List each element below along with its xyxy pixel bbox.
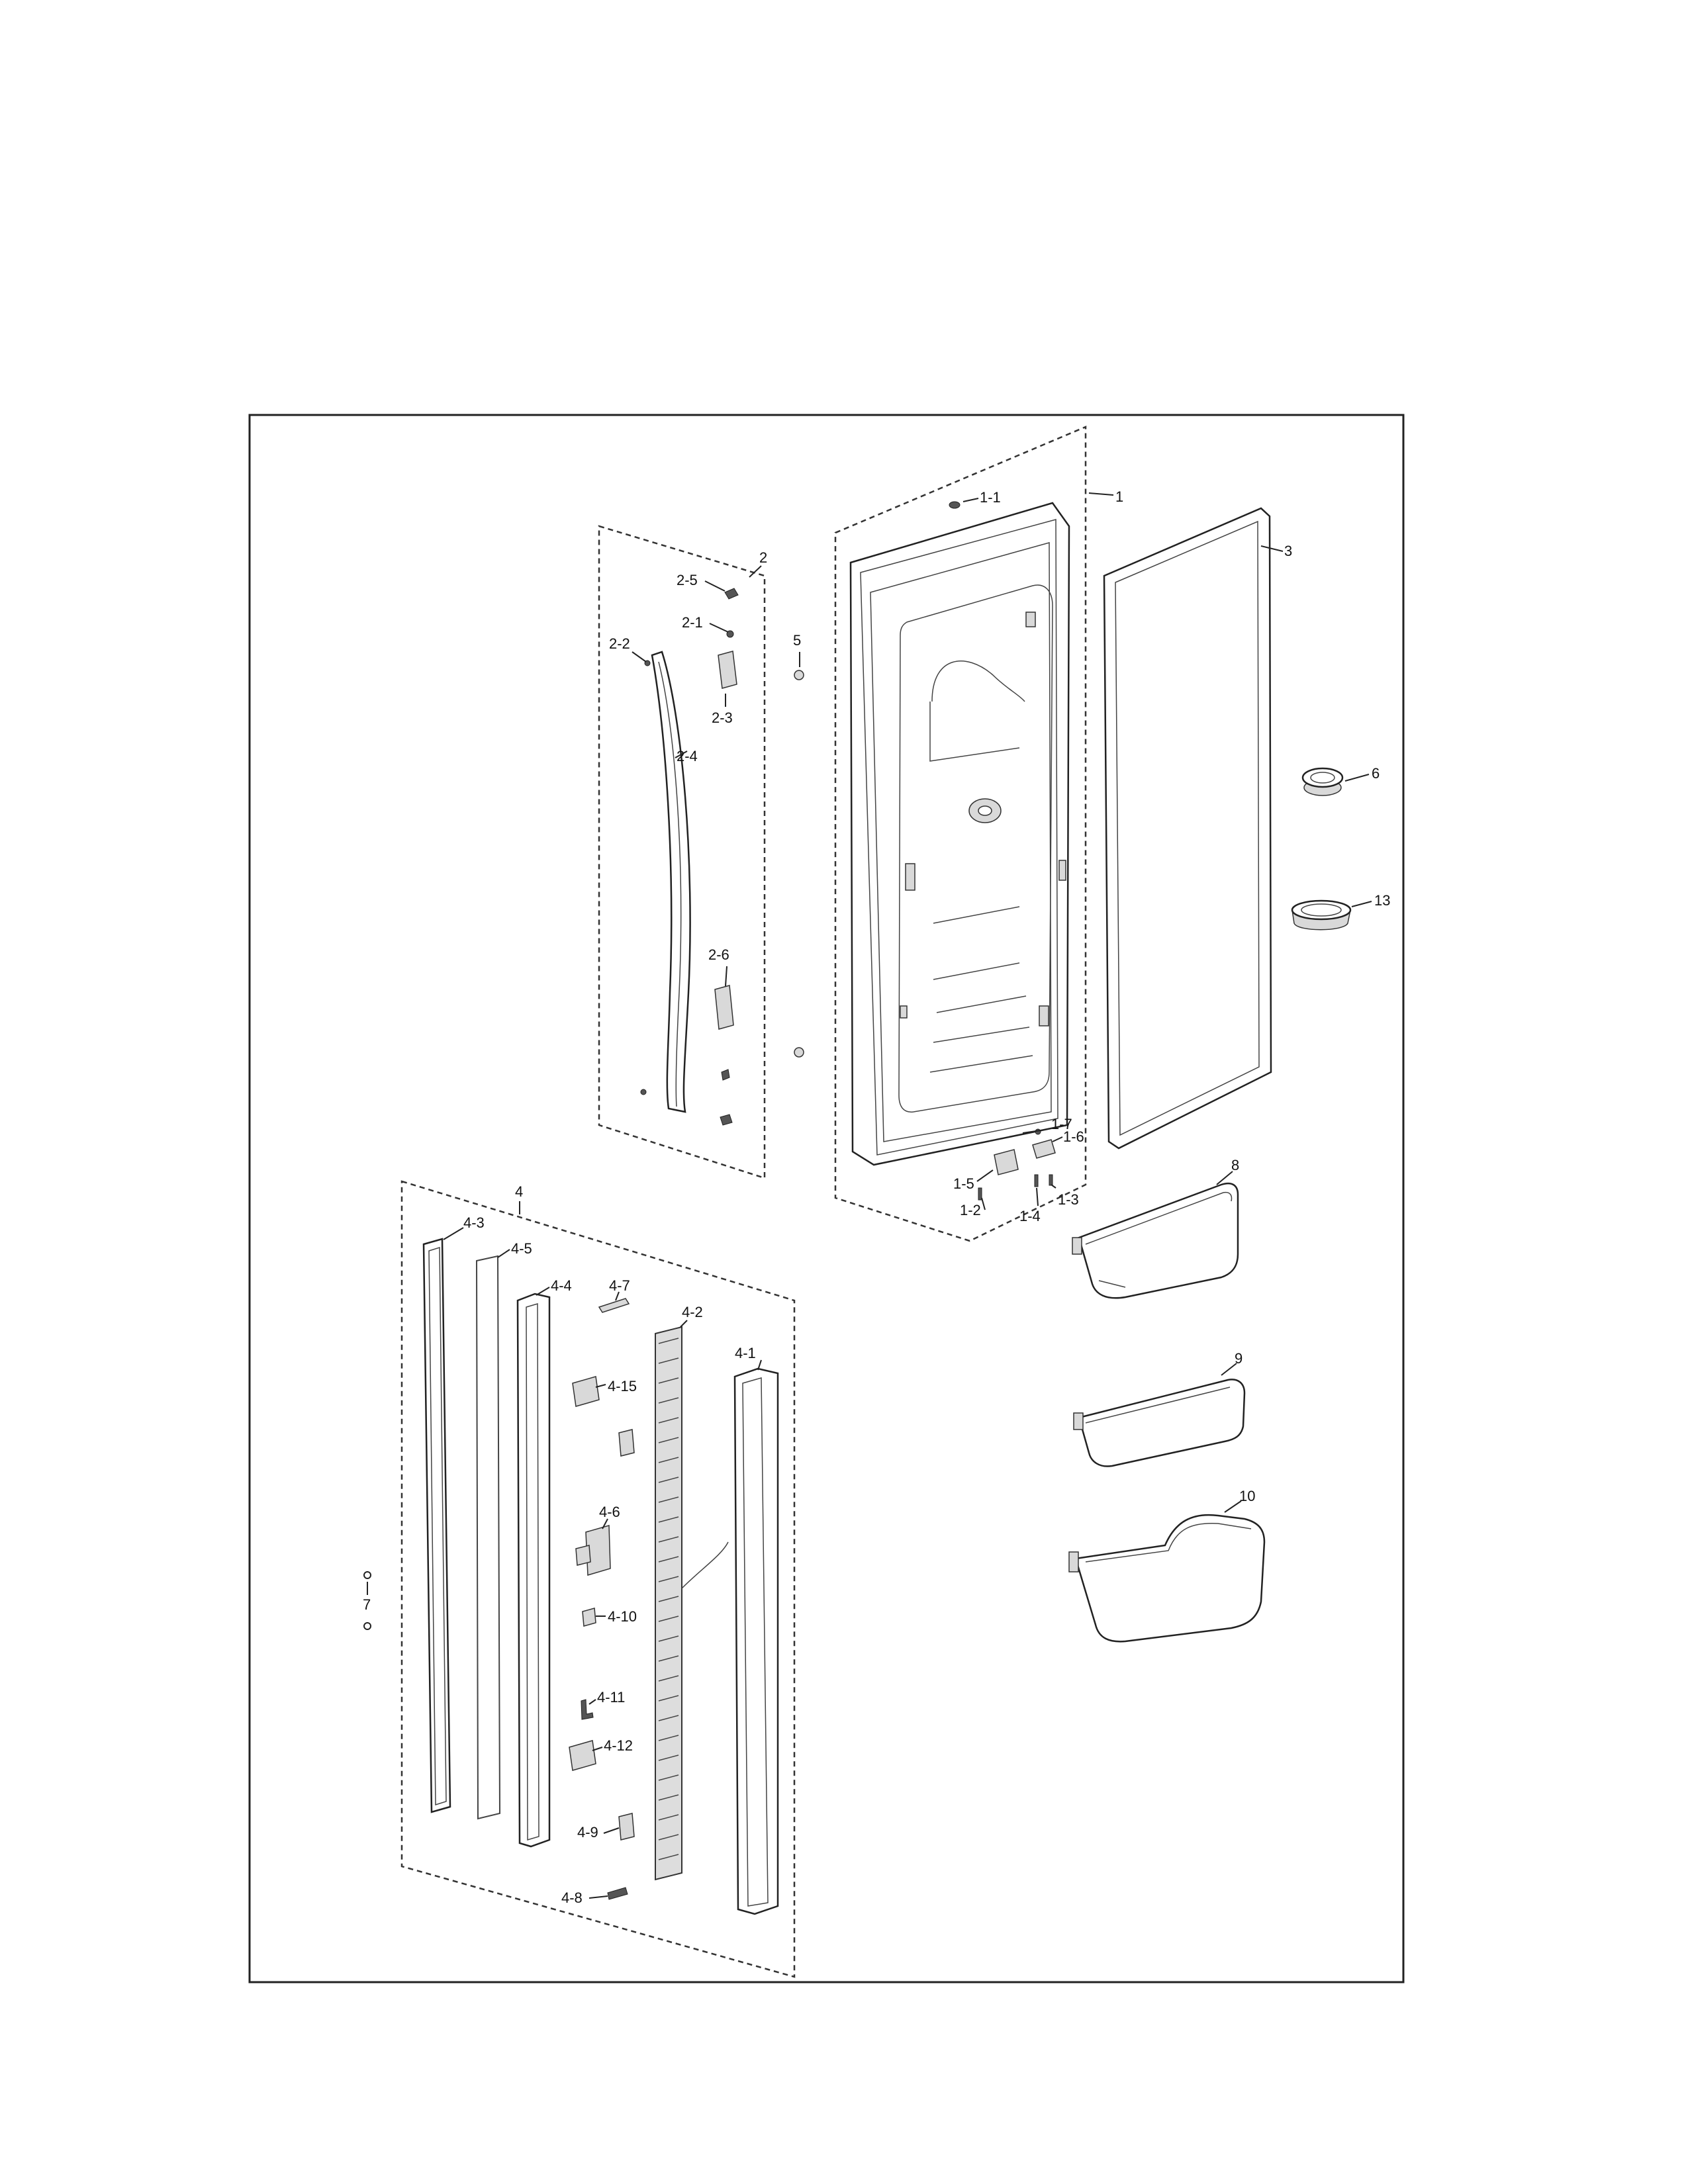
label-part-2-1: 2-1: [682, 614, 703, 631]
label-part-5: 5: [793, 632, 801, 649]
label-part-4: 4: [515, 1183, 523, 1200]
part-7-caps: [363, 1571, 371, 1630]
part-1-4-screw: [1034, 1174, 1039, 1187]
part-4-8-clip: [607, 1887, 628, 1900]
label-part-7: 7: [363, 1596, 371, 1613]
label-part-2-6: 2-6: [708, 946, 729, 963]
part-2-3-bracket: [718, 651, 737, 689]
label-part-2: 2: [759, 549, 767, 566]
label-part-4-11: 4-11: [597, 1689, 625, 1706]
label-part-4-7: 4-7: [609, 1277, 630, 1294]
part-1-2-pin: [978, 1187, 982, 1201]
label-part-1-3: 1-3: [1058, 1191, 1079, 1208]
part-2-6-bracket: [714, 985, 734, 1030]
label-part-4-9: 4-9: [577, 1824, 598, 1841]
handle-bar: [651, 651, 691, 1113]
label-part-13: 13: [1374, 892, 1390, 909]
label-part-2-4: 2-4: [677, 748, 698, 764]
label-part-3: 3: [1284, 543, 1292, 559]
label-part-4-6: 4-6: [599, 1504, 620, 1520]
label-part-2-3: 2-3: [712, 709, 733, 726]
part-4-15-holder: [572, 1376, 600, 1407]
label-part-2-2: 2-2: [609, 635, 630, 652]
label-part-1-6: 1-6: [1063, 1128, 1084, 1145]
cover-leaders: [443, 1201, 762, 1899]
part-4-2-heater: [655, 1326, 682, 1881]
door-panel: [849, 502, 1070, 1166]
part-4-11-bracket: [581, 1699, 594, 1720]
part-2-5-clip: [724, 588, 739, 600]
label-part-1: 1: [1115, 488, 1123, 505]
label-part-4-12: 4-12: [604, 1737, 633, 1754]
part-1-6-hinge-plate: [1032, 1139, 1056, 1159]
label-part-4-8: 4-8: [561, 1889, 583, 1906]
part-1-5-hinge-cam: [994, 1149, 1019, 1175]
label-part-4-1: 4-1: [735, 1345, 756, 1361]
door-leaders: [962, 492, 1114, 1210]
label-part-4-4: 4-4: [551, 1277, 572, 1294]
part-4-5-tape: [475, 1255, 501, 1820]
part-1-3-screw: [1049, 1174, 1053, 1186]
label-part-4-3: 4-3: [463, 1214, 485, 1231]
label-part-4-10: 4-10: [608, 1608, 637, 1625]
part-4-12-holder: [569, 1740, 596, 1771]
part-4-7-clip: [598, 1298, 630, 1313]
part-1-1-cap: [949, 501, 961, 509]
part-4-9-clip: [618, 1813, 635, 1841]
part-4-4-frame: [516, 1293, 551, 1848]
label-part-4-15: 4-15: [608, 1378, 637, 1394]
label-part-1-5: 1-5: [953, 1175, 974, 1192]
part-3-gasket: [1103, 507, 1284, 1150]
part-6-ring: [1301, 767, 1370, 796]
label-part-6: 6: [1372, 765, 1380, 782]
label-part-1-7: 1-7: [1051, 1116, 1072, 1132]
part-13-ring: [1291, 899, 1372, 931]
part-4-3-trim: [422, 1238, 451, 1813]
handle-leaders: [632, 565, 762, 987]
label-part-2-5: 2-5: [677, 572, 698, 588]
label-part-4-2: 4-2: [682, 1304, 703, 1320]
part-4-10-holder: [582, 1608, 596, 1627]
part-8-door-bin: [1072, 1171, 1239, 1299]
label-part-9: 9: [1235, 1350, 1243, 1367]
part-5-screws: [794, 652, 804, 1058]
part-10-door-bin: [1068, 1500, 1266, 1643]
door-assembly-group: [834, 426, 1087, 1242]
handle-assembly-group: [598, 525, 766, 1179]
label-part-10: 10: [1239, 1488, 1255, 1504]
diagram-frame: [248, 414, 1405, 1983]
part-4-1-cover: [733, 1367, 779, 1915]
label-part-8: 8: [1231, 1157, 1239, 1173]
label-part-1-1: 1-1: [980, 489, 1001, 506]
part-2-1-screw: [726, 630, 734, 638]
label-part-4-5: 4-5: [511, 1240, 532, 1257]
label-part-1-4: 1-4: [1019, 1208, 1041, 1224]
cover-assembly-group: [400, 1180, 796, 1978]
part-9-door-bin: [1073, 1363, 1246, 1467]
label-part-1-2: 1-2: [960, 1202, 981, 1218]
